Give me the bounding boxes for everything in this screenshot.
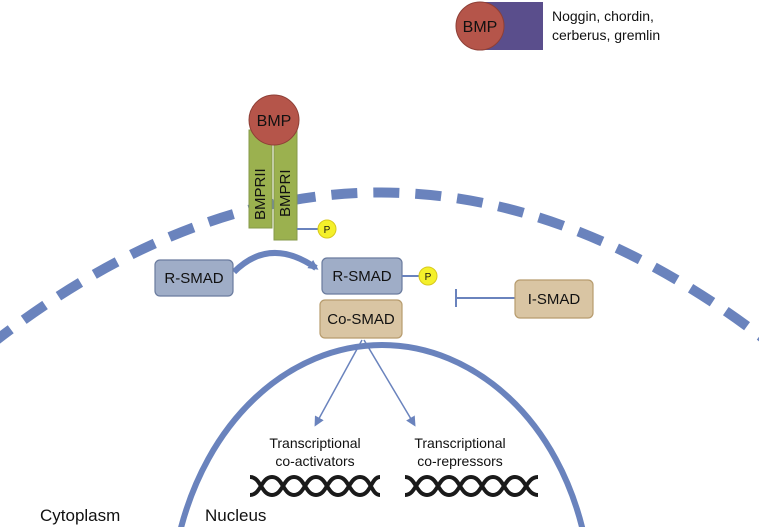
r-smad-active-label: R-SMAD — [332, 268, 391, 285]
r-smad-active: R-SMAD P — [321, 257, 438, 295]
corepressors-label-line1: Transcriptional — [414, 435, 505, 451]
i-smad-box — [514, 279, 594, 319]
receptor-phosphate — [317, 219, 337, 239]
dna-helix-right — [404, 474, 539, 498]
co-smad-label: Co-SMAD — [327, 311, 395, 328]
bmpr2-label: BMPRII — [252, 168, 269, 220]
i-smad-inhibition: I-SMAD — [455, 279, 594, 319]
antagonists-label-line2: cerberus, gremlin — [552, 27, 661, 43]
co-smad: Co-SMAD — [319, 299, 403, 339]
phosphorylation-arrow — [231, 250, 319, 275]
corepressors-label-line2: co-repressors — [417, 453, 503, 469]
legend-bmp-label: BMP — [463, 19, 498, 36]
legend-antagonist: BMP — [455, 1, 543, 51]
receptor-phosphate-label: P — [324, 225, 331, 236]
receptor-complex: BMPRII BMPRI BMP P — [248, 94, 337, 241]
r-smad-phosphate — [418, 266, 438, 286]
cytoplasm-label: Cytoplasm — [40, 506, 121, 525]
r-smad-inactive-label: R-SMAD — [164, 270, 223, 287]
nuclear-envelope — [178, 341, 585, 527]
i-smad-label: I-SMAD — [528, 291, 581, 308]
cell-membrane — [0, 187, 759, 344]
bmpr1-label: BMPRI — [277, 169, 294, 217]
antagonists-label-line1: Noggin, chordin, — [552, 8, 654, 24]
r-smad-phosphate-label: P — [425, 272, 432, 283]
r-smad-inactive: R-SMAD — [154, 259, 234, 297]
dna-helix-left — [249, 474, 381, 498]
legend-bmp-ligand — [455, 1, 505, 51]
coactivators-label-line1: Transcriptional — [269, 435, 360, 451]
receptor-bmp-label: BMP — [257, 113, 292, 130]
receptor-bmp-ligand — [248, 94, 300, 146]
coactivators-label-line2: co-activators — [275, 453, 354, 469]
arrow-to-corepressors — [363, 339, 416, 427]
arrow-to-coactivators — [314, 339, 363, 427]
nucleus-label: Nucleus — [205, 506, 267, 525]
